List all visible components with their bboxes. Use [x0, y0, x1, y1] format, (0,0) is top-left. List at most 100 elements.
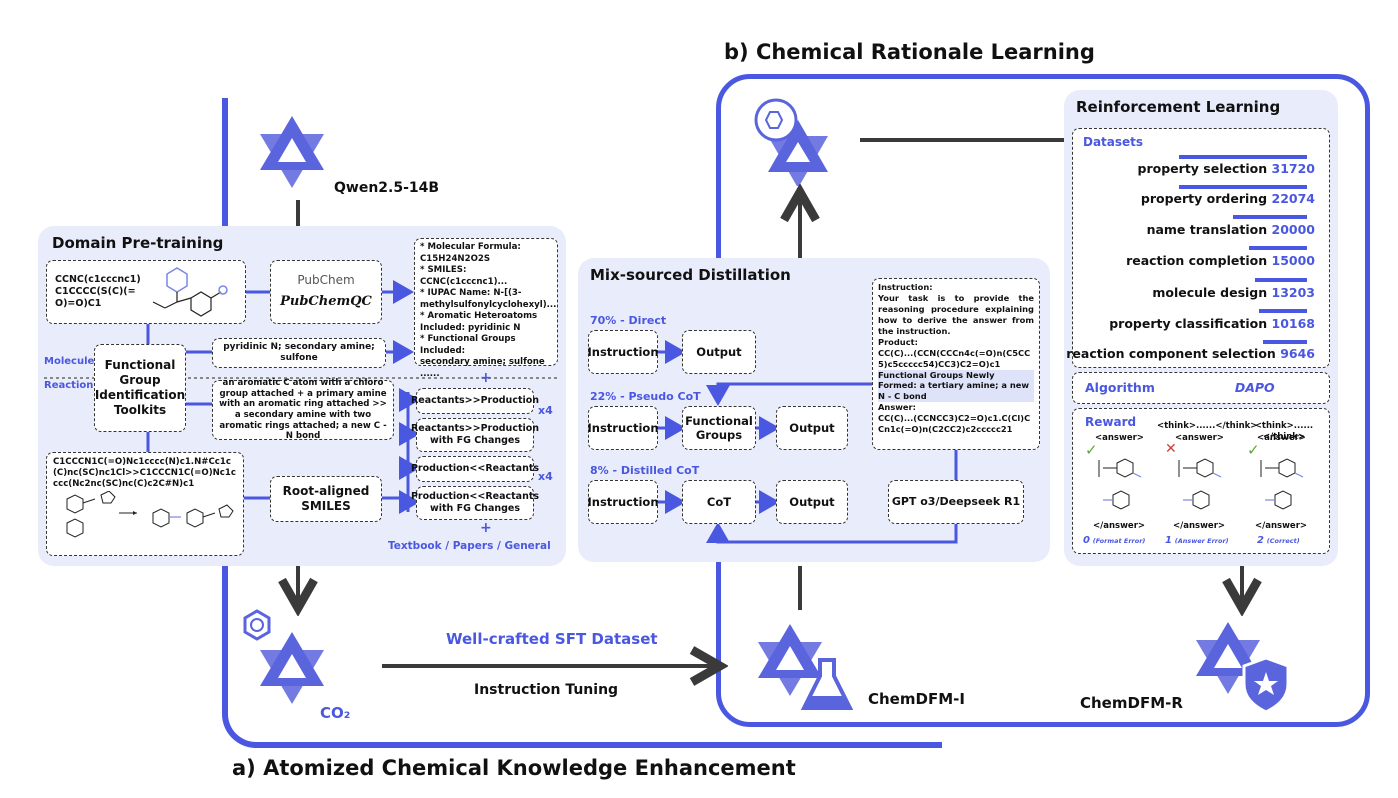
answer-open-tag: <answer> — [1175, 433, 1224, 443]
example-line: CC(C)...(CCNCC3)C2=O)c1.C(Cl)CCn1c(=O)n(… — [878, 413, 1031, 435]
direct-label: 70% - Direct — [590, 314, 667, 327]
dataset-bar — [1263, 340, 1307, 344]
x4-label: x4 — [538, 470, 553, 483]
sft-dataset-label: Well-crafted SFT Dataset — [446, 630, 658, 648]
answer-open-tag: <answer> — [1095, 433, 1144, 443]
mol-info-line: * Functional Groups Included: — [420, 334, 516, 356]
reaction-structure-icon — [66, 489, 234, 538]
answer-molecule-icon — [1178, 458, 1222, 478]
dataset-bar — [1249, 246, 1307, 250]
cross-icon: ✕ — [1165, 441, 1177, 457]
answer-molecule-icon — [1098, 458, 1142, 478]
dataset-row: property ordering 22074 — [1141, 191, 1315, 207]
reward-title: Reward — [1085, 415, 1137, 429]
reward-score: 1 (Answer Error) — [1165, 535, 1229, 548]
model-base-label: Qwen2.5-14B — [334, 180, 440, 196]
shield-star-icon — [1196, 622, 1290, 714]
pubchemqc-logo: PubChemQC — [280, 294, 372, 310]
example-line: Your task is to provide the reasoning pr… — [878, 292, 1034, 336]
check-icon: ✓ — [1085, 441, 1098, 459]
reward-score: 0 (Format Error) — [1083, 535, 1145, 548]
dataset-row: property selection 31720 — [1138, 161, 1315, 177]
output-box: Output — [682, 330, 756, 374]
algorithm-box: Algorithm DAPO — [1072, 372, 1330, 404]
distill-example-box: Instruction: Your task is to provide the… — [872, 278, 1040, 450]
dataset-name: reaction component selection — [1066, 346, 1276, 361]
dataset-name: property selection — [1137, 161, 1268, 176]
example-line: Answer: — [878, 402, 916, 413]
dataset-row: name translation 20000 — [1147, 222, 1315, 238]
think-tag: <think>......</think> — [1254, 421, 1314, 442]
chemdfm-r-label: ChemDFM-R — [1080, 694, 1183, 712]
molecule-structure-icon — [152, 267, 228, 317]
dataset-bar — [1179, 185, 1307, 189]
pubchem-box: PubChem PubChemQC — [270, 260, 382, 324]
mol-info-line: Included: pyridinic N — [420, 322, 521, 333]
datasets-box: Datasets property selection 31720 proper… — [1066, 128, 1330, 368]
qwen-logo-icon — [260, 116, 324, 188]
dataset-bar — [1259, 309, 1307, 313]
mol-info-line: * IUPAC Name: N-[(3- — [420, 288, 522, 299]
dataset-bar — [1233, 215, 1307, 219]
rxn-task-box: Reactants>>Production with FG Changes — [411, 418, 539, 452]
flask-icon — [758, 624, 854, 710]
dataset-count: 20000 — [1271, 222, 1316, 237]
algorithm-label: Algorithm — [1085, 380, 1155, 396]
dataset-row: reaction completion 15000 — [1126, 253, 1315, 269]
answer-molecule-icon — [1265, 490, 1292, 510]
rxn-task-box: Reactants>>Production — [411, 388, 539, 414]
reward-score: 2 (Correct) — [1257, 535, 1300, 548]
plus-sign: + — [480, 520, 492, 536]
mol-info-line: * SMILES: CCNC(c1cccnc1)... — [420, 265, 508, 287]
reaction-smiles-box: C1CCCN1C(=O)Nc1cccc(N)c1.N#Cc1c(C)nc(SC)… — [46, 452, 244, 556]
rl-title: Reinforcement Learning — [1076, 98, 1281, 116]
rxn-task-box: Production<<Reactants — [411, 456, 539, 482]
chemdfm-i-label: ChemDFM-I — [868, 690, 965, 708]
dataset-count: 9646 — [1280, 346, 1315, 361]
example-line: Functional Groups Newly Formed: a tertia… — [878, 369, 1034, 403]
mol-info-line: * Aromatic Heteroatoms — [420, 311, 538, 322]
dataset-row: reaction component selection 9646 — [1066, 346, 1315, 362]
dataset-bar — [1255, 278, 1307, 282]
algorithm-name: DAPO — [1234, 380, 1275, 396]
answer-close-tag: </answer> — [1173, 521, 1226, 531]
dataset-count: 31720 — [1271, 161, 1316, 176]
dataset-name: name translation — [1146, 222, 1268, 237]
teacher-model-box: GPT o3/Deepseek R1 — [888, 480, 1024, 524]
dataset-bar — [1179, 155, 1307, 159]
mol-info-line: ...... — [420, 368, 440, 379]
instruction-box: Instruction — [588, 480, 659, 524]
root-aligned-box: Root-aligned SMILES — [270, 476, 382, 522]
example-line: Instruction: — [878, 282, 933, 292]
reward-note: (Correct) — [1266, 537, 1300, 545]
pretrain-title: Domain Pre-training — [52, 234, 224, 252]
dataset-row: property classification 10168 — [1109, 316, 1315, 332]
example-line: CC(C)...(CCN(CCCn4c(=O)n(C5CC5)c5ccccc54… — [878, 347, 1031, 369]
dataset-count: 10168 — [1271, 316, 1316, 331]
instruction-box: Instruction — [588, 330, 659, 374]
dataset-name: molecule design — [1152, 285, 1268, 300]
title-b: b) Chemical Rationale Learning — [724, 40, 1095, 64]
cot-box: CoT — [682, 480, 756, 524]
rxn-task-box: Production<<Reactants with FG Changes — [411, 486, 539, 520]
mol-info-line: methylsulfonylcyclohexyl)... — [420, 299, 557, 310]
instruction-tuning-label: Instruction Tuning — [474, 682, 619, 698]
reward-value: 1 — [1165, 535, 1172, 546]
mol-info-line: secondary amine; sulfone — [420, 357, 545, 368]
think-tag: <think>......</think> — [1157, 421, 1258, 431]
model-logo-icon — [260, 632, 324, 704]
label-molecule: Molecule — [44, 356, 95, 367]
answer-close-tag: </answer> — [1093, 521, 1146, 531]
instruction-box: Instruction — [588, 406, 659, 450]
dataset-count: 22074 — [1271, 191, 1316, 206]
pubchem-logo: PubChem — [297, 273, 355, 288]
fg-toolkit-box: Functional Group Identification Toolkits — [94, 344, 186, 432]
answer-molecule-icon — [1260, 458, 1304, 478]
dataset-row: molecule design 13203 — [1152, 285, 1315, 301]
label-reaction: Reaction — [44, 380, 94, 391]
molecule-info-box: * Molecular Formula: C15H24N2O2S * SMILE… — [414, 238, 558, 379]
answer-molecule-icon — [1183, 490, 1210, 510]
answer-molecule-icon — [1103, 490, 1130, 510]
